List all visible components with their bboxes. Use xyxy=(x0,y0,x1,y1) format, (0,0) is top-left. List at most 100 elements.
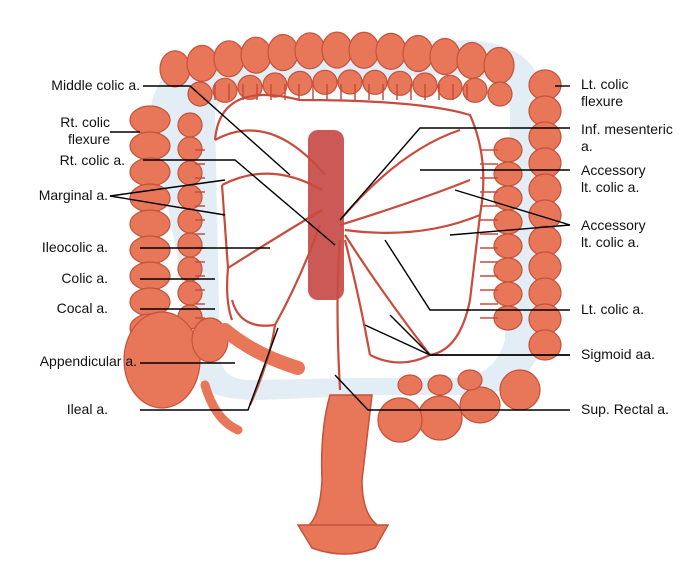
ascending-colon-segment xyxy=(129,131,171,161)
ascending-colon-segment xyxy=(129,105,171,135)
sigmoid-colon-segment xyxy=(499,369,541,411)
artery-branch xyxy=(220,184,234,321)
label-accessory-lt-colic-2: Accessory lt. colic a. xyxy=(581,217,646,250)
transverse-colon-segment xyxy=(186,44,218,82)
leader-line xyxy=(140,327,279,411)
transverse-colon-inner-segment xyxy=(462,77,488,103)
transverse-colon-inner-segment xyxy=(387,70,413,96)
leader-line xyxy=(454,189,571,226)
artery-branch xyxy=(221,172,323,191)
sigmoid-colon-segment xyxy=(459,386,501,424)
transverse-colon-inner-segment xyxy=(312,69,338,95)
ascending-colon-inner-segment xyxy=(177,112,203,138)
transverse-colon-segment xyxy=(348,31,380,69)
descending-colon-inner-segment xyxy=(493,257,523,283)
label-middle-colic: Middle colic a. xyxy=(51,77,140,93)
rectum xyxy=(304,394,383,529)
transverse-colon-segment xyxy=(159,50,191,88)
artery-branch xyxy=(227,209,323,269)
artery-branch xyxy=(248,324,277,406)
leader-line xyxy=(384,239,570,311)
aorta xyxy=(308,130,344,300)
label-colic: Colic a. xyxy=(61,270,108,286)
leader-line xyxy=(389,314,570,356)
transverse-colon-inner-segment xyxy=(437,74,463,100)
ascending-colon-segment xyxy=(129,209,171,239)
leader-line xyxy=(334,374,570,411)
transverse-colon-segment xyxy=(429,37,461,76)
artery-branch xyxy=(343,239,372,356)
transverse-colon-inner-segment xyxy=(212,77,238,103)
ascending-colon-segment xyxy=(129,235,171,265)
label-lt-colic-flexure: Lt. colic flexure xyxy=(581,76,629,109)
transverse-colon-inner-segment xyxy=(262,72,288,98)
leader-lines xyxy=(109,85,571,411)
leader-line xyxy=(109,195,226,216)
descending-colon-inner-segment xyxy=(493,233,523,259)
colon-segments xyxy=(123,31,562,555)
label-sigmoid: Sigmoid aa. xyxy=(581,346,655,362)
terminal-ileum xyxy=(218,323,305,375)
artery-branch xyxy=(344,213,481,234)
leader-line xyxy=(143,85,291,176)
artery-branch xyxy=(213,93,485,216)
descending-colon-inner-segment xyxy=(493,281,523,307)
label-ileal: Ileal a. xyxy=(66,401,108,417)
ascending-colon-segment xyxy=(129,157,171,187)
transverse-colon-segment xyxy=(267,33,299,72)
label-sup-rectal: Sup. Rectal a. xyxy=(581,401,669,417)
label-rt-colic: Rt. colic a. xyxy=(59,152,125,168)
transverse-colon-segment xyxy=(294,32,326,70)
transverse-colon-segment xyxy=(483,46,515,85)
label-cocal: Cocal a. xyxy=(56,300,108,316)
anal-canal xyxy=(296,524,390,555)
artery-branch xyxy=(230,299,276,327)
transverse-colon-segment xyxy=(375,32,407,70)
transverse-colon-segment xyxy=(213,40,245,78)
transverse-colon-inner-segment xyxy=(237,74,263,100)
ascending-colon-inner-segment xyxy=(177,136,203,162)
transverse-colon-segment xyxy=(240,36,272,74)
ascending-colon-segment xyxy=(129,261,171,291)
sigmoid-colon-segment xyxy=(397,374,423,396)
label-inf-mesenteric: Inf. mesenteric a. xyxy=(581,121,673,154)
leader-line xyxy=(143,159,336,246)
descending-colon-inner-segment xyxy=(493,137,523,163)
sigmoid-colon-segment xyxy=(377,397,423,443)
label-rt-colic-flexure: Rt. colic flexure xyxy=(60,114,110,147)
transverse-colon-inner-segment xyxy=(337,69,363,95)
descending-colon-inner-segment xyxy=(493,161,523,187)
label-appendicular: Appendicular a. xyxy=(39,353,137,369)
leader-line xyxy=(449,224,571,236)
label-lt-colic: Lt. colic a. xyxy=(581,301,645,317)
sigmoid-colon-segment xyxy=(457,369,483,391)
ascending-colon-inner-segment xyxy=(177,208,203,234)
sigmoid-colon-segment xyxy=(427,374,453,396)
artery-branch xyxy=(336,239,342,391)
label-marginal: Marginal a. xyxy=(38,187,108,203)
sigmoid-colon-segment xyxy=(417,395,463,441)
ascending-colon-inner-segment xyxy=(177,256,203,282)
ascending-colon-inner-segment xyxy=(177,232,203,258)
artery-branch xyxy=(339,178,471,227)
appendix xyxy=(200,380,243,435)
artery-branch xyxy=(369,354,431,364)
caecum xyxy=(123,311,201,409)
transverse-colon-segment xyxy=(321,31,353,69)
transverse-colon-segment xyxy=(402,34,434,73)
artery-branch xyxy=(344,234,431,356)
artery-branch xyxy=(274,224,322,326)
transverse-colon-segment xyxy=(456,41,488,80)
ascending-colon-inner-segment xyxy=(177,280,203,306)
descending-colon-segment xyxy=(528,329,562,361)
artery-branch xyxy=(429,214,482,357)
inner-mesentery xyxy=(215,75,510,380)
label-ileocolic: Ileocolic a. xyxy=(41,239,108,255)
leader-line xyxy=(109,179,226,197)
label-accessory-lt-colic-1: Accessory lt. colic a. xyxy=(581,162,646,195)
leader-line xyxy=(339,127,570,221)
artery-branch xyxy=(214,129,326,176)
arteries xyxy=(195,84,498,406)
